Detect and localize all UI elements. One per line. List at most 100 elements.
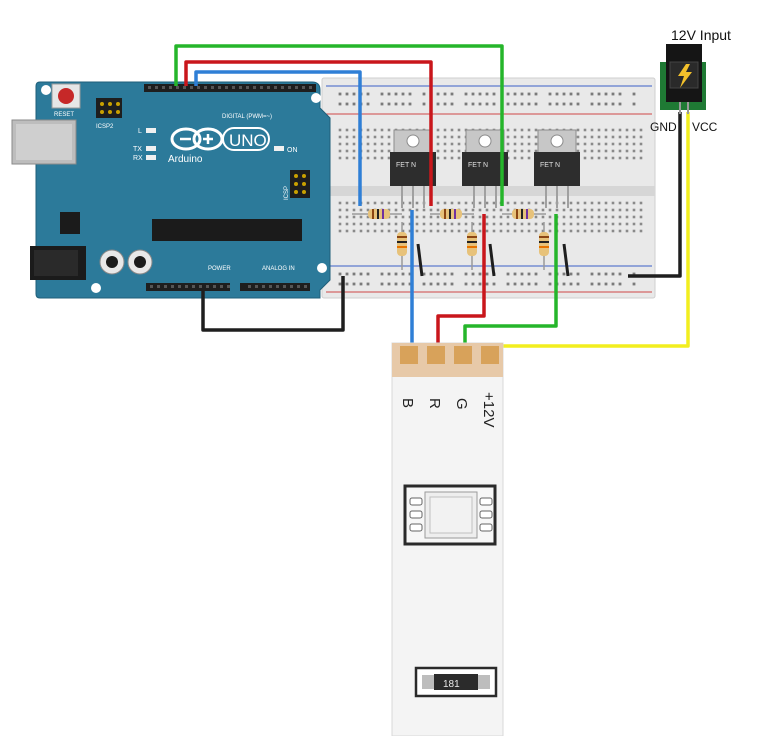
breadboard-hole: [590, 229, 594, 233]
breadboard-hole: [639, 128, 643, 132]
breadboard-hole: [492, 229, 496, 233]
header-pin: [269, 285, 272, 288]
icsp2-label: ICSP2: [96, 124, 114, 130]
breadboard-hole: [380, 149, 384, 153]
icsp2-header: [96, 98, 122, 118]
header-pin: [169, 86, 172, 89]
breadboard-hole: [520, 156, 524, 160]
breadboard-hole: [352, 102, 356, 106]
breadboard-hole: [583, 128, 587, 132]
breadboard-hole: [436, 149, 440, 153]
transistor-3: FET N: [534, 129, 580, 208]
breadboard-hole: [345, 272, 349, 276]
breadboard-hole: [632, 149, 636, 153]
breadboard-hole: [513, 92, 517, 96]
breadboard-hole: [506, 92, 510, 96]
breadboard-hole: [436, 229, 440, 233]
breadboard-hole: [352, 208, 356, 212]
header-pin: [255, 285, 258, 288]
breadboard-hole: [450, 282, 454, 286]
header-pin: [309, 86, 312, 89]
uno-label: UNO: [229, 131, 267, 150]
breadboard-hole: [583, 222, 587, 226]
breadboard-hole: [520, 135, 524, 139]
resistor-gate-2: [430, 209, 474, 219]
breadboard-hole: [359, 208, 363, 212]
breadboard-hole: [394, 201, 398, 205]
breadboard-hole: [611, 272, 615, 276]
breadboard-hole: [338, 142, 342, 146]
breadboard-hole: [499, 222, 503, 226]
breadboard-hole: [359, 272, 363, 276]
breadboard-hole: [380, 201, 384, 205]
breadboard-hole: [485, 215, 489, 219]
breadboard-hole: [345, 208, 349, 212]
breadboard-hole: [457, 222, 461, 226]
led-tx-label: TX: [133, 146, 142, 153]
breadboard-hole: [632, 102, 636, 106]
breadboard-hole: [450, 229, 454, 233]
breadboard-hole: [597, 272, 601, 276]
breadboard-hole: [380, 92, 384, 96]
breadboard-hole: [625, 229, 629, 233]
breadboard-hole: [345, 135, 349, 139]
breadboard-hole: [436, 282, 440, 286]
breadboard-hole: [464, 222, 468, 226]
breadboard-hole: [625, 222, 629, 226]
breadboard-hole: [485, 201, 489, 205]
breadboard-hole: [394, 208, 398, 212]
breadboard-hole: [611, 201, 615, 205]
breadboard-hole: [534, 128, 538, 132]
strip-pad-g: [454, 346, 472, 364]
header-pin: [204, 86, 207, 89]
breadboard-hole: [401, 222, 405, 226]
led-rx-label: RX: [133, 155, 143, 162]
breadboard-hole: [394, 102, 398, 106]
breadboard-hole: [611, 128, 615, 132]
breadboard-hole: [471, 92, 475, 96]
breadboard-hole: [534, 142, 538, 146]
breadboard-hole: [520, 142, 524, 146]
breadboard-hole: [373, 222, 377, 226]
breadboard-hole: [408, 222, 412, 226]
breadboard-hole: [345, 215, 349, 219]
header-pin: [262, 285, 265, 288]
breadboard-hole: [513, 142, 517, 146]
microcontroller-chip: [152, 219, 302, 241]
breadboard-hole: [562, 215, 566, 219]
breadboard-hole: [548, 201, 552, 205]
breadboard-hole: [527, 282, 531, 286]
breadboard-hole: [625, 208, 629, 212]
breadboard-hole: [352, 92, 356, 96]
breadboard-hole: [597, 102, 601, 106]
header-pin: [302, 86, 305, 89]
breadboard-hole: [387, 128, 391, 132]
breadboard-hole: [429, 229, 433, 233]
breadboard-hole: [527, 128, 531, 132]
breadboard-hole: [576, 149, 580, 153]
breadboard-hole: [527, 92, 531, 96]
breadboard-hole: [576, 201, 580, 205]
breadboard-hole: [352, 222, 356, 226]
breadboard-hole: [506, 201, 510, 205]
breadboard-hole: [618, 102, 622, 106]
transistor-label: FET N: [540, 162, 560, 169]
breadboard-hole: [569, 92, 573, 96]
wire-green-pin11: [174, 44, 504, 206]
breadboard-hole: [443, 92, 447, 96]
wire-red-pin10: [184, 60, 433, 206]
breadboard-hole: [478, 229, 482, 233]
breadboard-hole: [618, 201, 622, 205]
breadboard-hole: [471, 102, 475, 106]
breadboard-hole: [436, 142, 440, 146]
wire-blue-pin9: [194, 70, 362, 206]
breadboard-hole: [506, 102, 510, 106]
breadboard-hole: [457, 229, 461, 233]
breadboard-hole: [401, 215, 405, 219]
header-pin: [176, 86, 179, 89]
breadboard-hole: [499, 215, 503, 219]
breadboard-hole: [415, 229, 419, 233]
breadboard-hole: [352, 156, 356, 160]
breadboard-hole: [366, 229, 370, 233]
breadboard-hole: [485, 102, 489, 106]
